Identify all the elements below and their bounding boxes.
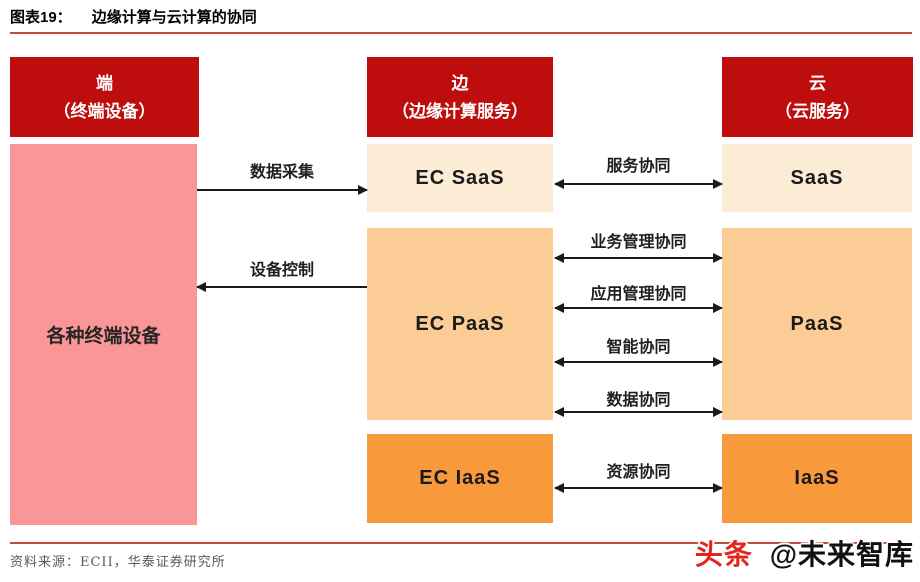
watermark-brand: 头条 <box>694 539 753 570</box>
data-collection-arrow <box>197 185 368 195</box>
intelligence-collaboration-label: 智能协同 <box>606 337 671 356</box>
service-collaboration-arrow <box>554 179 723 189</box>
column-header-terminal-subtitle: （终端设备） <box>53 101 156 121</box>
figure-label: 图表19： <box>10 9 72 26</box>
column-header-cloud-subtitle: （云服务） <box>775 101 860 121</box>
column-header-terminal: 端 （终端设备） <box>10 57 199 137</box>
resource-collaboration-label: 资源协同 <box>606 462 671 481</box>
paas-box: PaaS <box>722 228 912 420</box>
column-header-terminal-title: 端 <box>96 73 113 93</box>
ec-iaas-box: EC IaaS <box>367 434 553 523</box>
watermark: 头条 @未来智库 <box>695 533 914 573</box>
source-note: 资料来源：ECII，华泰证券研究所 <box>10 555 226 570</box>
title-rule <box>10 32 912 34</box>
iaas-box: IaaS <box>722 434 912 523</box>
watermark-handle: @未来智库 <box>769 539 914 570</box>
device-control-arrow <box>196 282 367 292</box>
ec-saas-box: EC SaaS <box>367 144 553 212</box>
footer-rule <box>10 542 912 544</box>
terminal-devices-box: 各种终端设备 <box>10 144 197 525</box>
app-mgmt-collaboration-arrow <box>554 303 723 313</box>
data-collaboration-label: 数据协同 <box>606 390 671 409</box>
column-header-cloud: 云 （云服务） <box>722 57 913 137</box>
intelligence-collaboration-arrow <box>554 357 723 367</box>
saas-box: SaaS <box>722 144 912 212</box>
app-mgmt-collaboration-label: 应用管理协同 <box>590 284 687 303</box>
business-mgmt-collaboration-label: 业务管理协同 <box>590 232 687 251</box>
figure-header: 图表19： 边缘计算与云计算的协同 <box>10 6 257 27</box>
data-collection-label: 数据采集 <box>249 162 314 181</box>
column-header-edge: 边 （边缘计算服务） <box>367 57 553 137</box>
data-collaboration-arrow <box>554 407 723 417</box>
column-header-edge-title: 边 <box>451 73 469 93</box>
service-collaboration-label: 服务协同 <box>606 156 671 175</box>
resource-collaboration-arrow <box>554 483 723 493</box>
device-control-label: 设备控制 <box>249 260 314 279</box>
figure-title: 边缘计算与云计算的协同 <box>91 8 257 26</box>
business-mgmt-collaboration-arrow <box>554 253 723 263</box>
column-header-edge-subtitle: （边缘计算服务） <box>392 101 528 121</box>
column-header-cloud-title: 云 <box>809 73 826 93</box>
ec-paas-box: EC PaaS <box>367 228 553 420</box>
